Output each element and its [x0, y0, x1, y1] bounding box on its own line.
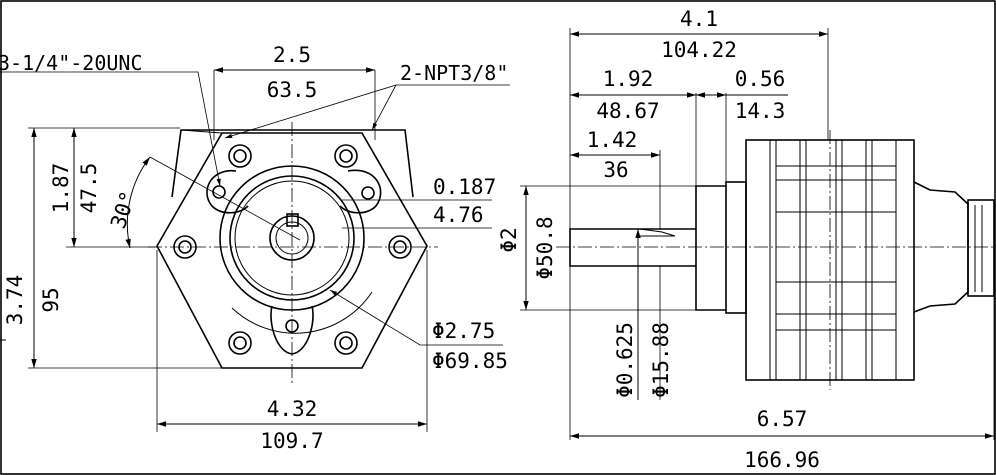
dim-key-length-mm: 36	[603, 158, 628, 182]
dim-height-half-in: 1.87	[49, 163, 73, 214]
dim-width-top-in: 2.5	[273, 43, 311, 67]
dim-shaft-length-in: 1.92	[603, 67, 654, 91]
port-lobe-left	[206, 170, 249, 214]
dim-height-in: 3.74	[3, 275, 27, 326]
keyway	[286, 213, 299, 227]
flange	[725, 181, 747, 314]
port-left	[212, 185, 226, 199]
dim-width-in: 4.32	[267, 397, 318, 421]
bolt-circle-leader	[329, 289, 503, 346]
dim-height-mm: 95	[39, 287, 63, 312]
dim-flange-mm: 14.3	[735, 99, 786, 123]
dim-shaft-dia-in: Φ0.625	[613, 322, 637, 398]
dim-key-mm: 4.76	[433, 203, 484, 227]
thread-callout: 3-1/4"-20UNC	[0, 51, 143, 75]
bolt-hole-2	[334, 144, 358, 168]
bolt-hole-5	[228, 331, 252, 355]
bolt-hole-1	[228, 144, 252, 168]
dim-bolt-circle-mm: Φ69.85	[432, 349, 508, 373]
port-callout: 2-NPT3/8"	[400, 61, 508, 85]
side-view: 4.1 104.22 1.92 48.67 0.56 14.3 1.42 36 …	[497, 7, 996, 472]
angle-arc	[125, 156, 151, 249]
dim-height-half-mm: 47.5	[77, 163, 101, 214]
dim-pilot-dia-mm: Φ50.8	[533, 216, 557, 279]
pilot	[695, 185, 726, 311]
front-view: 2.5 63.5 3-1/4"-20UNC 2-NPT3/8" 1.87 47.…	[0, 43, 510, 453]
shaft	[569, 228, 696, 267]
bolt-hole-6	[334, 331, 358, 355]
dim-flange-in: 0.56	[735, 67, 786, 91]
dim-overall-mm: 166.96	[744, 448, 820, 472]
shaft-key	[639, 228, 676, 237]
dim-width-mm: 109.7	[260, 429, 323, 453]
rear-plug	[967, 199, 995, 297]
dim-key-length-in: 1.42	[587, 128, 638, 152]
dim-shaft-dia-mm: Φ15.88	[649, 322, 673, 398]
dim-width-top-mm: 63.5	[267, 78, 318, 102]
dim-overall-top-mm: 104.22	[661, 38, 737, 62]
dim-overall-top-in: 4.1	[680, 7, 718, 31]
dim-pilot-dia-in: Φ2	[497, 227, 521, 252]
thread-leader	[0, 71, 221, 187]
dim-shaft-length-mm: 48.67	[596, 99, 659, 123]
port-right	[361, 186, 375, 200]
dim-bolt-circle-in: Φ2.75	[432, 319, 495, 343]
rear-body-outline	[171, 129, 414, 198]
port-lobe-right	[339, 169, 382, 214]
dim-key-in: 0.187	[433, 175, 496, 199]
angle-label: 30°	[106, 188, 141, 231]
dim-overall-in: 6.57	[757, 407, 808, 431]
port-leader	[224, 84, 397, 139]
